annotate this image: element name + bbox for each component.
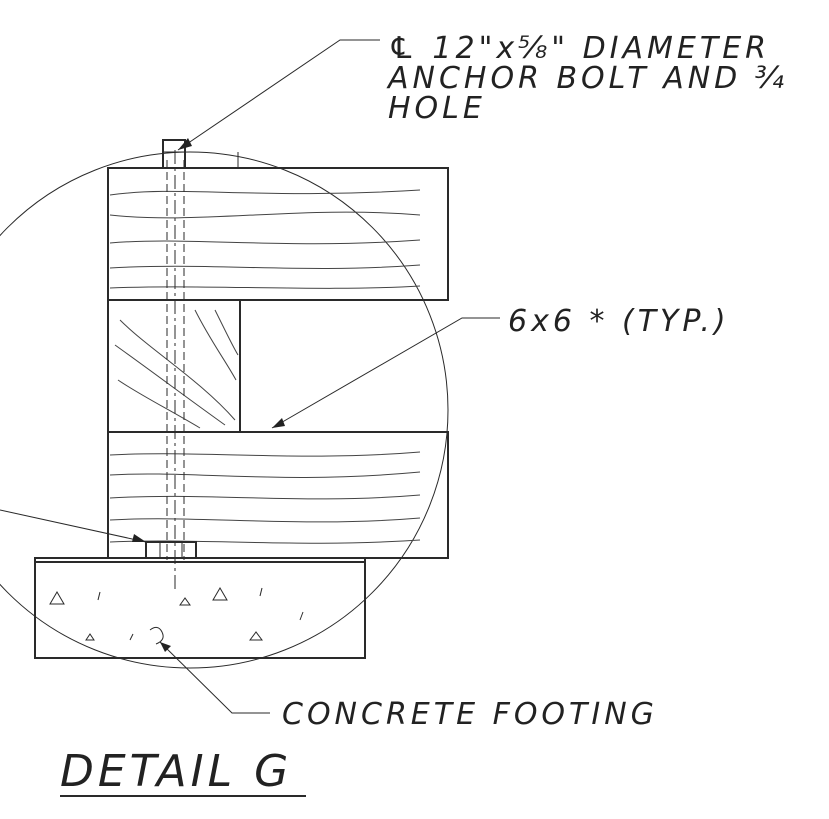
anchor-bolt-label-line2: ANCHOR BOLT AND ¾ [386,61,788,96]
concrete-footing [34,557,366,659]
anchor-bolt-label-line1: ℄ 12"x⅝" DIAMETER [388,31,770,66]
wood-grain [109,189,421,544]
detail-title: DETAIL G [60,746,292,797]
detail-circle [0,151,449,669]
timber-label: 6x6 * (TYP.) [508,304,730,339]
timber-stack [107,152,449,559]
anchor-bolt-label-line3: HOLE [388,91,486,126]
anchor-bolt [145,139,197,590]
footing-label: CONCRETE FOOTING [282,697,658,732]
leader-lines [0,39,500,714]
